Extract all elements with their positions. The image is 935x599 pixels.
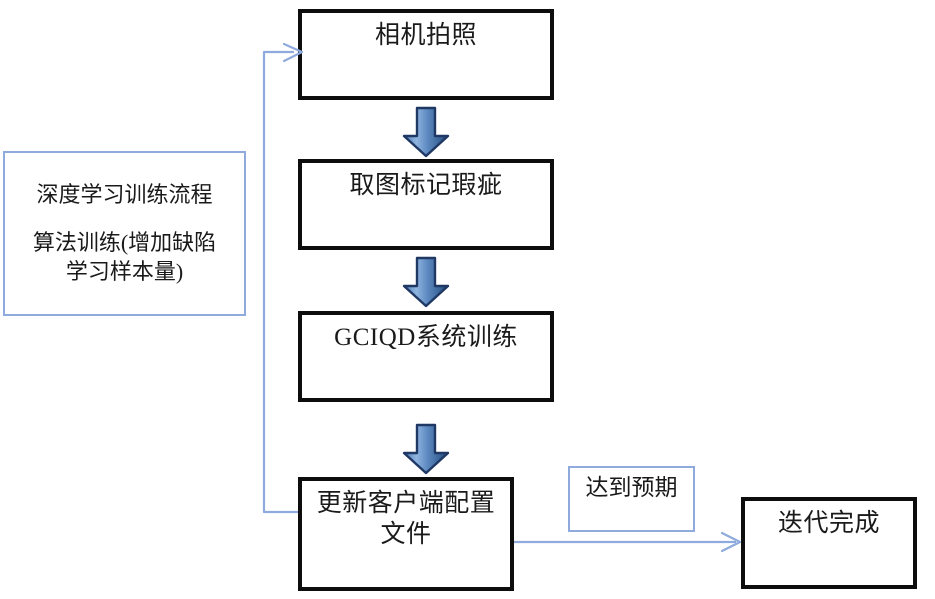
side-note-line-1: 深度学习训练流程 bbox=[36, 181, 213, 207]
node-mark[interactable]: 取图标记瑕疵 bbox=[298, 159, 554, 250]
node-capture-label: 相机拍照 bbox=[374, 22, 477, 49]
side-note-line-2: 算法训练(增加缺陷 学习样本量) bbox=[32, 229, 217, 285]
arrow-mark-to-train bbox=[400, 256, 452, 308]
edge-label-expected: 达到预期 bbox=[568, 466, 695, 532]
node-train[interactable]: GCIQD系统训练 bbox=[298, 311, 554, 402]
side-note-panel: 深度学习训练流程 算法训练(增加缺陷 学习样本量) bbox=[3, 151, 246, 316]
connector-update-to-done bbox=[514, 528, 746, 558]
node-update-label: 更新客户端配置 文件 bbox=[316, 490, 496, 548]
node-done-label: 迭代完成 bbox=[777, 510, 880, 537]
connector-feedback-loop bbox=[258, 42, 306, 520]
node-train-label: GCIQD系统训练 bbox=[334, 324, 518, 351]
arrow-capture-to-mark bbox=[400, 106, 452, 158]
node-capture[interactable]: 相机拍照 bbox=[298, 9, 554, 100]
node-mark-label: 取图标记瑕疵 bbox=[349, 172, 503, 199]
edge-label-expected-text: 达到预期 bbox=[585, 475, 678, 500]
node-done[interactable]: 迭代完成 bbox=[741, 497, 917, 589]
arrow-train-to-update bbox=[400, 423, 452, 475]
node-update[interactable]: 更新客户端配置 文件 bbox=[298, 477, 514, 591]
